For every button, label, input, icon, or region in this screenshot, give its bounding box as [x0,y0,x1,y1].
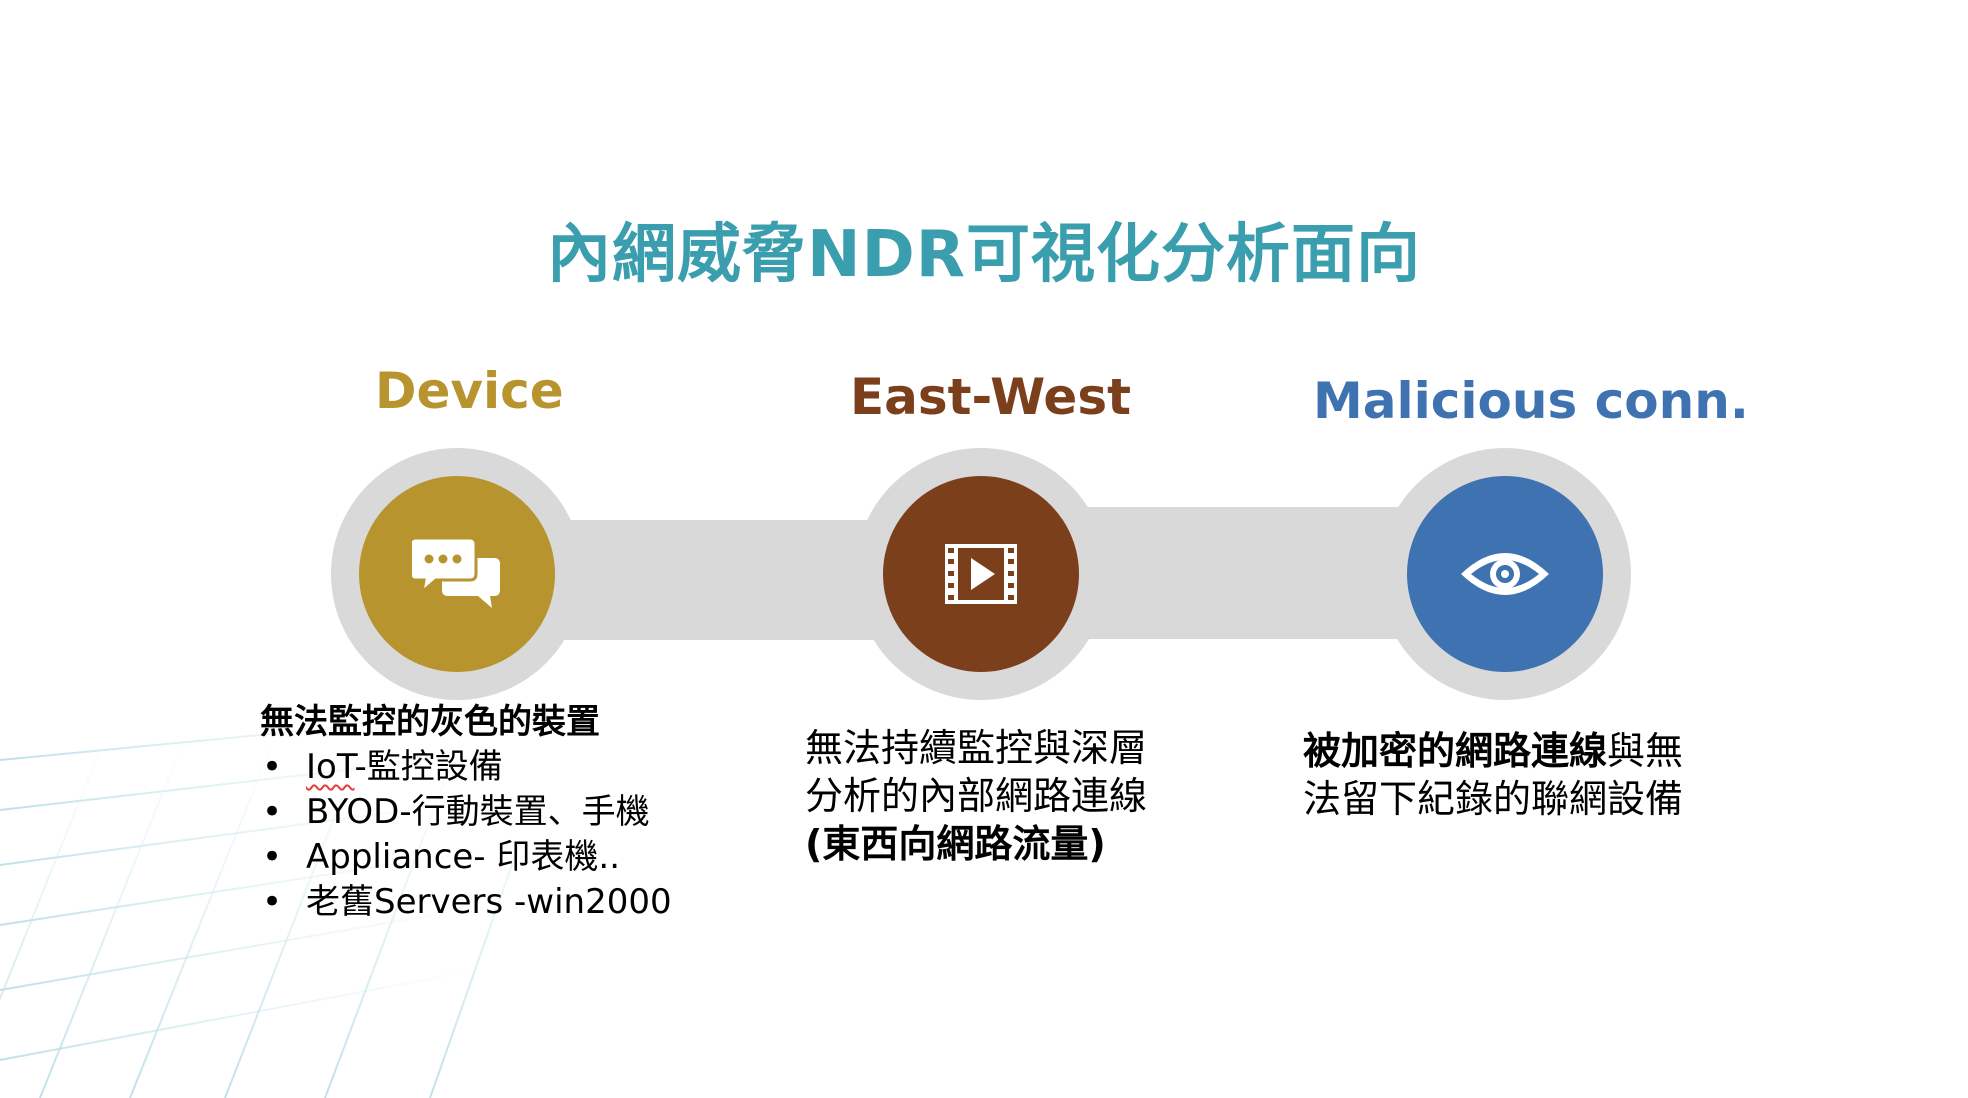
east-west-line-2: 分析的內部網路連線 [805,774,1148,818]
film-play-icon [945,544,1017,604]
east-west-description: 無法持續監控與深層 分析的內部網路連線 (東西向網路流量) [805,724,1147,868]
malicious-line-1: 被加密的網路連線與無 [1303,729,1684,773]
chat-bubbles-icon [412,536,500,608]
device-bullet-list: •IoT-監控設備 •BYOD-行動裝置、手機 •Appliance- 印表機.… [260,745,672,925]
device-heading: Device [375,362,564,420]
malicious-description: 被加密的網路連線與無 法留下紀錄的聯網設備 [1303,727,1683,823]
eye-icon [1461,553,1549,595]
device-description: 無法監控的灰色的裝置 •IoT-監控設備 •BYOD-行動裝置、手機 •Appl… [260,700,672,925]
device-disc [359,476,555,672]
list-item: •IoT-監控設備 [262,747,503,787]
perspective-grid-decoration [0,700,520,1098]
malicious-disc [1407,476,1603,672]
connector-bar-left [545,520,895,640]
malicious-heading: Malicious conn. [1313,372,1749,430]
list-item: •Appliance- 印表機.. [262,837,621,877]
malicious-bold-text: 被加密的網路連線 [1303,729,1608,773]
connector-bar-right [1070,507,1420,639]
list-item: •老舊Servers -win2000 [262,882,672,922]
spellcheck-word: IoT [306,747,355,787]
east-west-heading: East-West [850,368,1132,426]
east-west-disc [883,476,1079,672]
device-lead-text: 無法監控的灰色的裝置 [260,702,600,742]
east-west-line-1: 無法持續監控與深層 [805,726,1148,770]
slide-title: 內網威脅NDR可視化分析面向 [547,218,1421,292]
malicious-line-2: 法留下紀錄的聯網設備 [1303,777,1684,821]
list-item: •BYOD-行動裝置、手機 [262,792,650,832]
east-west-line-3: (東西向網路流量) [805,822,1106,866]
